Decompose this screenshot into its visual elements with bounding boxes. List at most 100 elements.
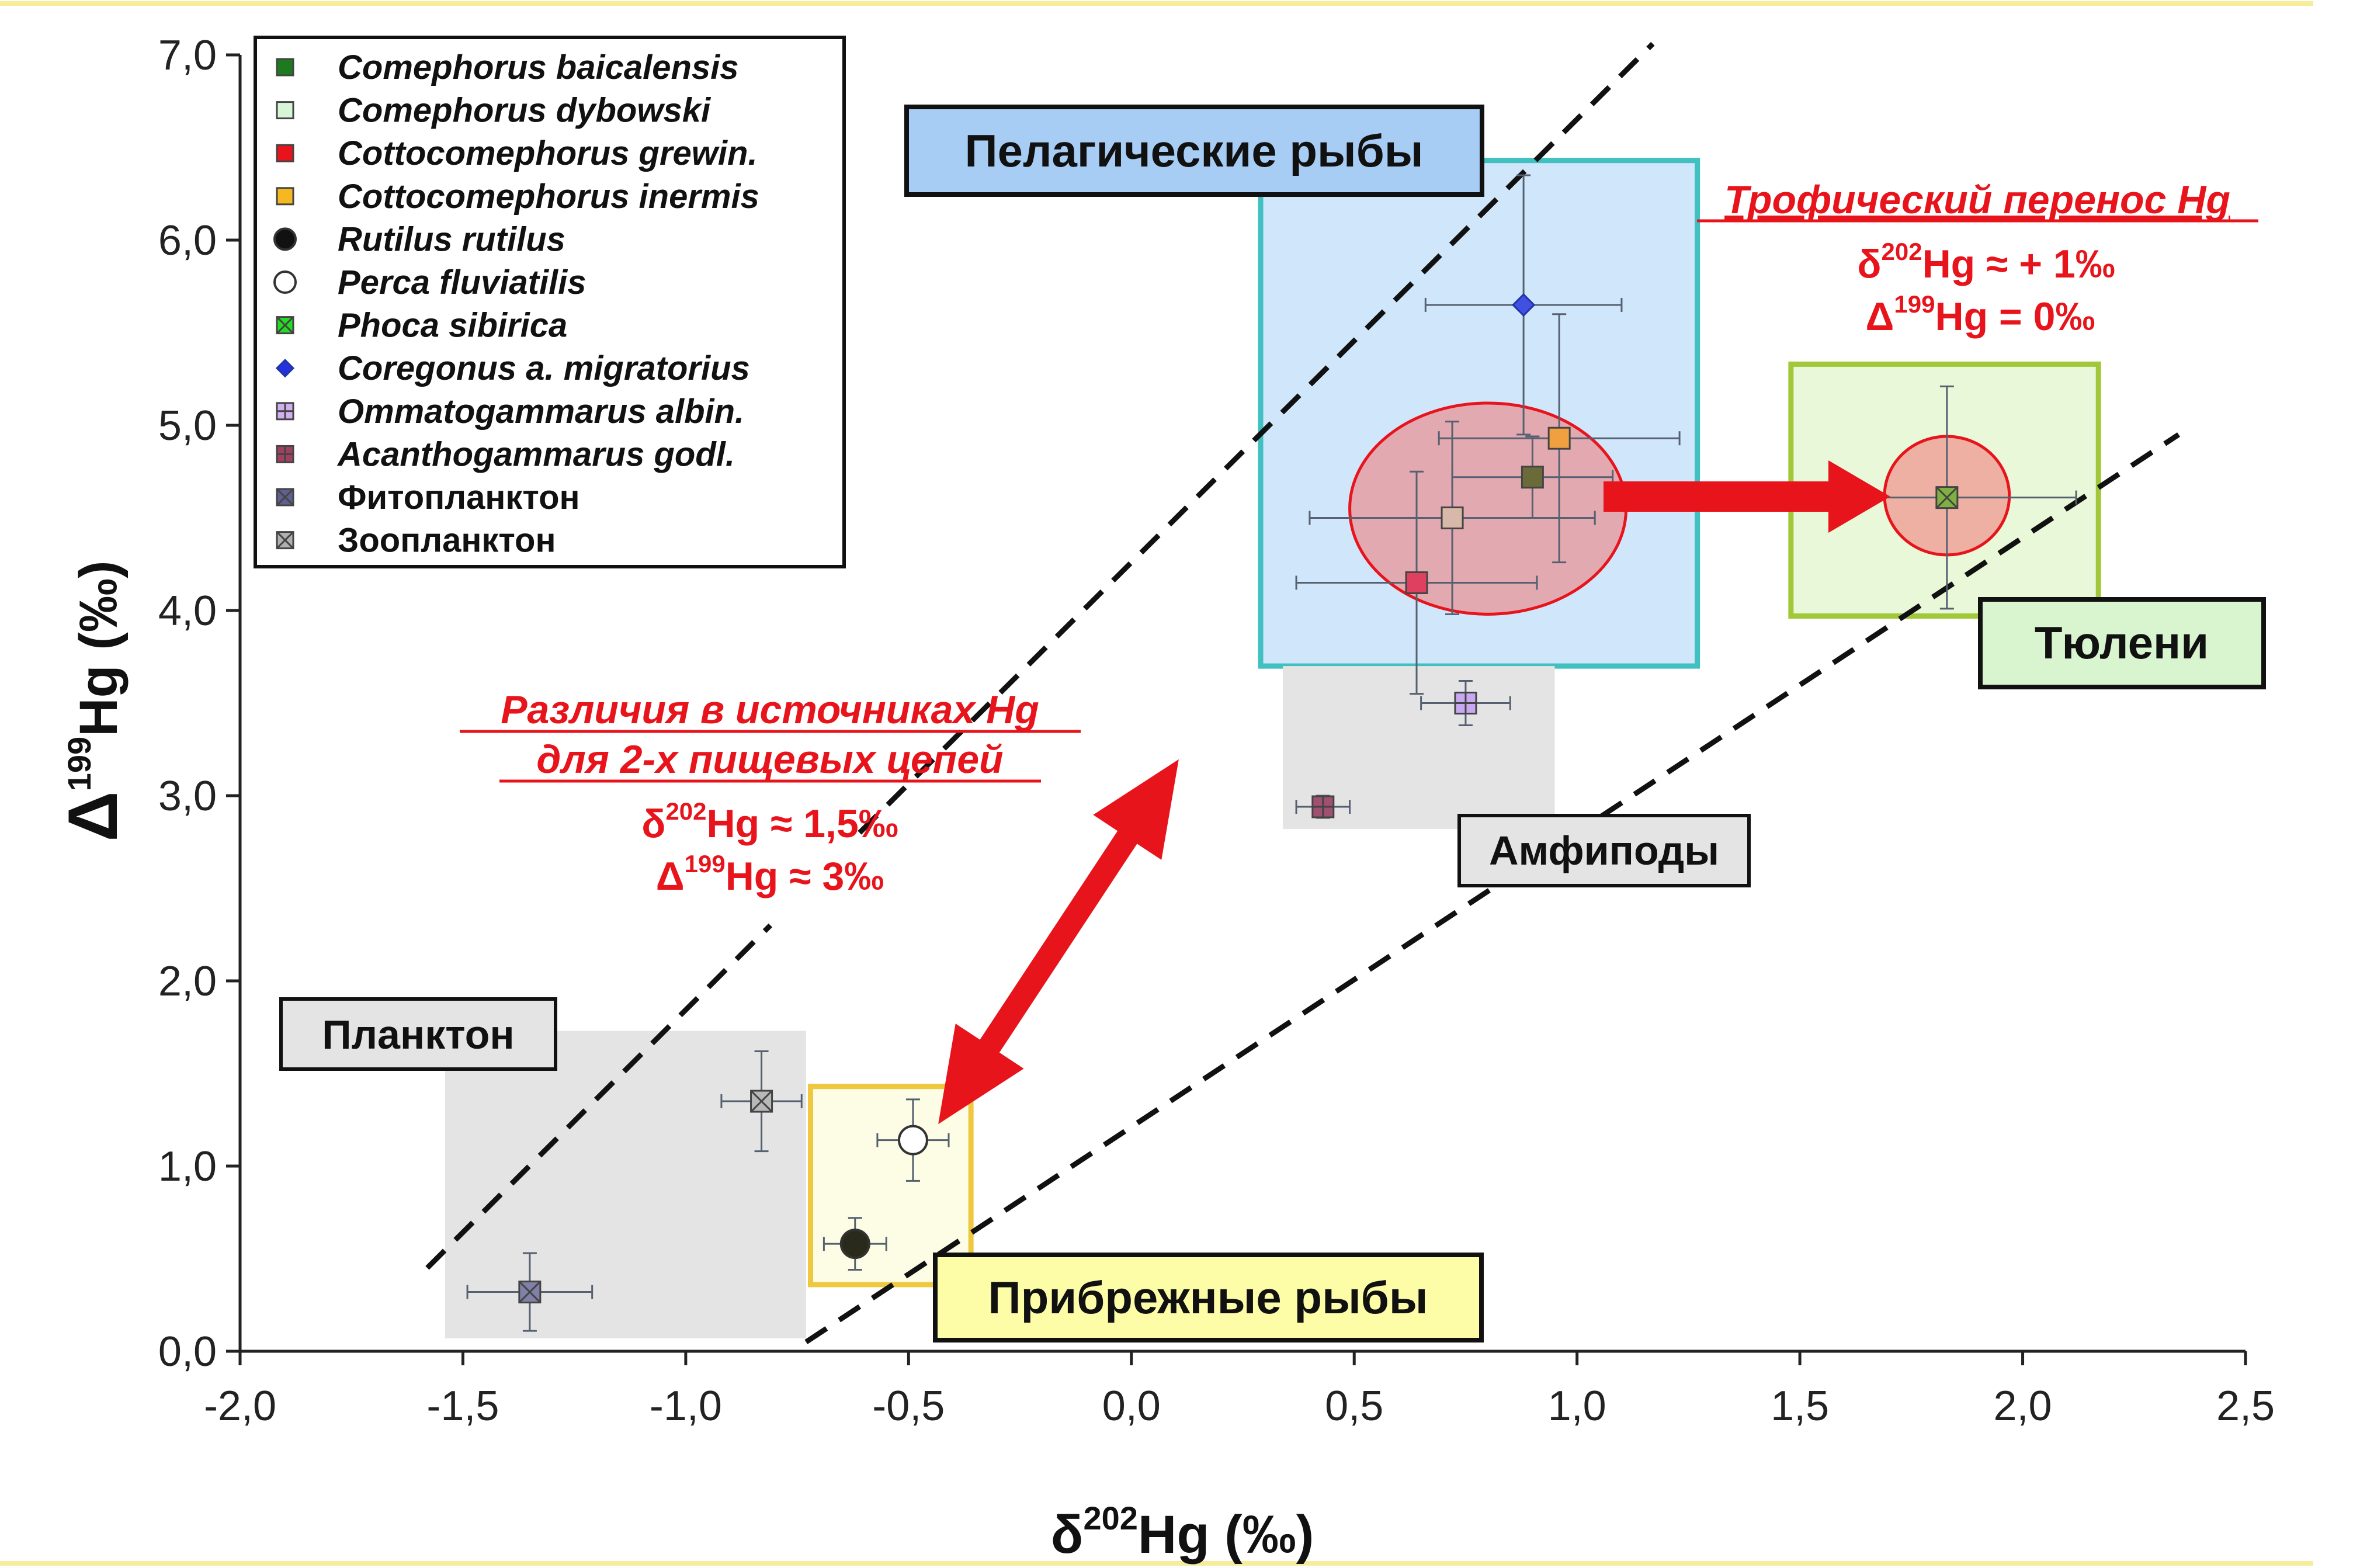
trophic-annotation: Трофический перенос Hg δ202Hg ≈ + 1‰ Δ19… bbox=[1697, 178, 2258, 339]
legend-label: Comephorus dybowski bbox=[338, 92, 712, 130]
marker bbox=[897, 1125, 928, 1156]
x-tick-label: -2,0 bbox=[204, 1383, 276, 1430]
legend-label: Comephorus baicalensis bbox=[338, 48, 739, 86]
legend-box bbox=[254, 36, 846, 568]
data-point-4 bbox=[1438, 313, 1681, 564]
legend-item-12: Зоопланктон bbox=[276, 522, 556, 560]
marker bbox=[1521, 466, 1544, 489]
legend-item-7: Phoca sibirica bbox=[276, 307, 567, 345]
marker-plus bbox=[1312, 796, 1334, 818]
difference-title-1: Различия в источниках Hg bbox=[501, 688, 1039, 732]
legend-item-3: Cottocomephorus grewin. bbox=[276, 134, 758, 172]
legend-item-5: Rutilus rutilus bbox=[273, 220, 565, 258]
legend-label: Cottocomephorus grewin. bbox=[338, 134, 758, 172]
marker-plus bbox=[1455, 692, 1476, 714]
legend-item-10: Acanthogammarus godl. bbox=[276, 435, 735, 473]
data-point-8 bbox=[1424, 174, 1623, 436]
region-plankton bbox=[445, 1031, 806, 1338]
legend-marker-plus bbox=[277, 446, 293, 463]
y-tick-label: 0,0 bbox=[158, 1328, 217, 1375]
legend-label: Ommatogammarus albin. bbox=[338, 393, 744, 431]
amphipods-label: Амфиподы bbox=[1489, 828, 1719, 873]
legend-marker bbox=[273, 227, 297, 251]
y-tick-label: 3,0 bbox=[158, 773, 217, 820]
x-tick-label: 1,5 bbox=[1771, 1383, 1829, 1430]
legend-marker bbox=[276, 187, 294, 206]
legend-item-8: Coregonus a. migratorius bbox=[275, 349, 750, 387]
legend-item-4: Cottocomephorus inermis bbox=[276, 178, 759, 216]
x-tick-label: -1,0 bbox=[650, 1383, 722, 1430]
data-point-9 bbox=[1420, 679, 1511, 727]
x-tick-label: 1,0 bbox=[1548, 1383, 1606, 1430]
legend-label: Rutilus rutilus bbox=[338, 220, 565, 258]
coastal-label: Прибрежные рыбы bbox=[988, 1272, 1428, 1323]
trophic-title: Трофический перенос Hg bbox=[1724, 178, 2230, 222]
legend-item-11: Фитопланктон bbox=[276, 478, 580, 516]
double-arrow bbox=[938, 759, 1179, 1125]
plankton-label: Планктон bbox=[322, 1012, 514, 1057]
legend-marker-cross bbox=[276, 531, 294, 549]
legend-label: Perca fluviatilis bbox=[338, 263, 586, 301]
marker bbox=[839, 1229, 870, 1260]
legend-marker-cross bbox=[276, 488, 294, 507]
trophic-line-2: Δ199Hg = 0‰ bbox=[1866, 290, 2095, 339]
difference-title-2: для 2-х пищевых цепей bbox=[536, 737, 1003, 782]
arrow-layer bbox=[938, 460, 1890, 1125]
pelagic-label: Пелагические рыбы bbox=[965, 125, 1424, 176]
coastal-label-box bbox=[933, 1253, 1484, 1342]
x-tick-label: -1,5 bbox=[426, 1383, 499, 1430]
legend-item-6: Perca fluviatilis bbox=[273, 263, 586, 301]
amphipods-label-box bbox=[1457, 814, 1751, 887]
data-point-layer bbox=[466, 174, 2077, 1332]
seals-label-box bbox=[1978, 597, 2266, 689]
y-tick-label: 7,0 bbox=[158, 32, 217, 79]
legend-label: Cottocomephorus inermis bbox=[338, 178, 759, 216]
x-tick-label: -0,5 bbox=[872, 1383, 945, 1430]
legend-label: Phoca sibirica bbox=[338, 307, 567, 345]
region-layer bbox=[445, 158, 2101, 1338]
x-tick-label: 0,0 bbox=[1102, 1383, 1161, 1430]
legend-item-9: Ommatogammarus albin. bbox=[276, 393, 744, 431]
y-tick-label: 2,0 bbox=[158, 958, 217, 1005]
y-tick-label: 5,0 bbox=[158, 403, 217, 449]
legend-item-2: Comephorus dybowski bbox=[276, 92, 712, 130]
data-point-6 bbox=[876, 1098, 950, 1182]
y-tick-label: 6,0 bbox=[158, 217, 217, 264]
legend-marker bbox=[273, 270, 297, 294]
pelagic-label-box bbox=[904, 105, 1484, 197]
legend-item-1: Comephorus baicalensis bbox=[276, 48, 739, 86]
marker bbox=[1511, 293, 1536, 317]
dashed-line-3 bbox=[804, 432, 2181, 1344]
data-point-10 bbox=[1295, 795, 1351, 819]
difference-annotation: Различия в источниках Hg для 2-х пищевых… bbox=[460, 688, 1081, 899]
marker-cross bbox=[518, 1281, 541, 1303]
trophic-line-1: δ202Hg ≈ + 1‰ bbox=[1857, 238, 2115, 286]
difference-line-2: Δ199Hg ≈ 3‰ bbox=[656, 850, 884, 899]
y-tick-label: 1,0 bbox=[158, 1143, 217, 1190]
y-tick-label: 4,0 bbox=[158, 588, 217, 634]
data-point-5 bbox=[822, 1217, 887, 1271]
region-labels: Пелагические рыбы Тюлени Амфиподы Планкт… bbox=[279, 105, 2266, 1342]
y-axis-title: Δ199Hg (‰) bbox=[54, 560, 132, 841]
legend-marker bbox=[275, 359, 295, 378]
legend-marker bbox=[276, 144, 294, 162]
marker bbox=[1547, 426, 1571, 450]
x-tick-label: 0,5 bbox=[1325, 1383, 1383, 1430]
marker bbox=[1405, 571, 1428, 594]
x-axis-title: δ202Hg (‰) bbox=[1051, 1500, 1314, 1564]
plankton-label-box bbox=[279, 997, 557, 1071]
legend-label: Acanthogammarus godl. bbox=[336, 435, 735, 473]
x-tick-label: 2,0 bbox=[1994, 1383, 2052, 1430]
trophic-arrow bbox=[1604, 460, 1890, 533]
legend-marker bbox=[276, 101, 294, 120]
legend-marker-cross bbox=[276, 316, 294, 334]
legend-label: Фитопланктон bbox=[338, 478, 580, 516]
legend-marker bbox=[276, 58, 294, 77]
marker-cross bbox=[750, 1090, 773, 1113]
marker bbox=[1441, 507, 1464, 529]
data-point-1 bbox=[1451, 435, 1614, 519]
legend-label: Coregonus a. migratorius bbox=[338, 349, 750, 387]
